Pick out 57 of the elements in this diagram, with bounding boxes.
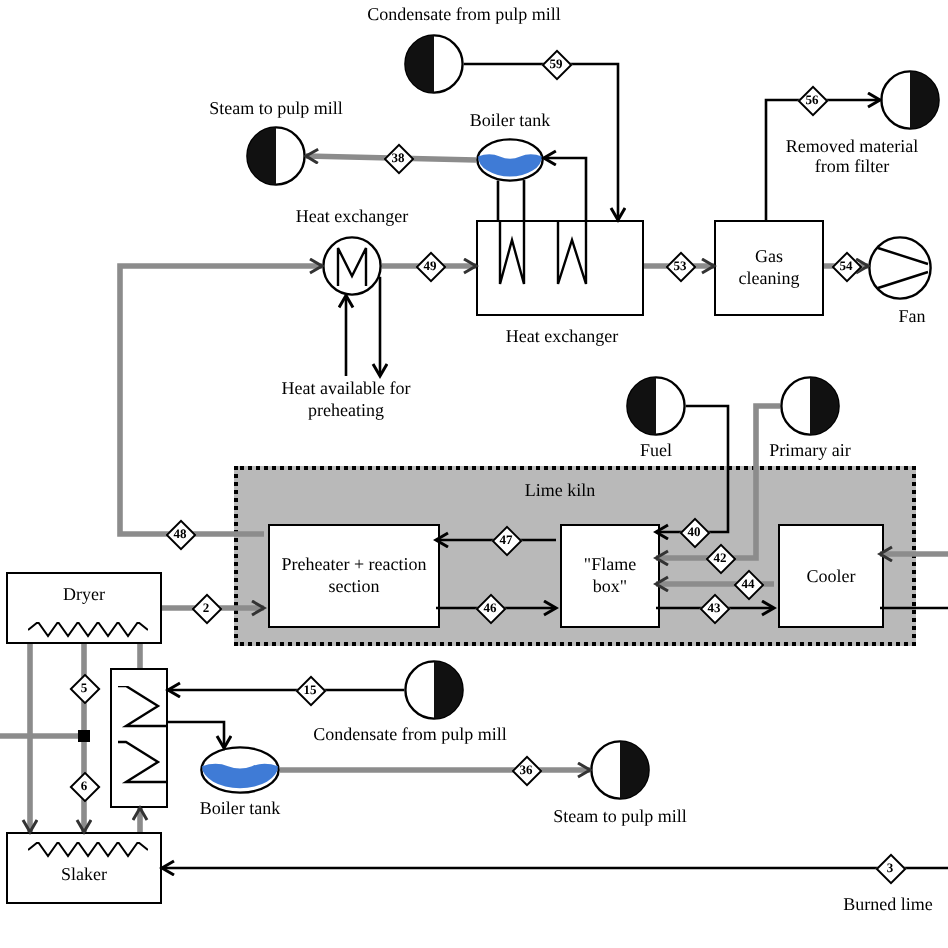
process-box: [6, 832, 162, 904]
unit-label: "Flame box": [581, 554, 639, 598]
arrow: [371, 276, 389, 378]
process-box: [268, 524, 440, 628]
heat-exchanger-box: [110, 668, 168, 808]
connector-line: [880, 606, 948, 610]
arrow: [117, 257, 324, 537]
unit-label: Burned lime: [843, 894, 933, 916]
unit-label: Primary air: [767, 440, 853, 460]
unit-label: Heat available for preheating: [279, 378, 413, 422]
arrow: [654, 403, 780, 567]
arrow: [878, 545, 948, 563]
arrow: [304, 147, 477, 165]
process-box: [714, 220, 824, 316]
unit-label: Gas cleaning: [736, 246, 802, 290]
arrow: [280, 761, 592, 779]
connector-line: [137, 644, 143, 668]
unit-label: Fuel: [637, 440, 674, 460]
unit-label: Removed material from filter: [783, 136, 921, 176]
connector-line: [522, 180, 526, 220]
arrow: [434, 531, 556, 549]
arrow: [160, 859, 948, 877]
process-box: [560, 524, 660, 628]
process-box: [6, 572, 162, 644]
arrow: [654, 404, 730, 541]
arrow: [654, 575, 774, 593]
lime-kiln-area: [234, 466, 916, 646]
unit-label: Preheater + reaction section: [279, 554, 429, 598]
unit-label: Cooler: [806, 565, 856, 587]
arrow: [542, 149, 588, 220]
arrow: [464, 62, 627, 222]
unit-label: Boiler tank: [197, 798, 283, 818]
arrow: [21, 644, 39, 834]
arrow: [382, 257, 478, 275]
arrow: [166, 681, 404, 699]
unit-label: Slaker: [61, 864, 107, 886]
connector-line: [81, 644, 87, 730]
unit-label: Steam to pulp mill: [207, 98, 345, 118]
unit-label: Condensate from pulp mill: [365, 4, 563, 24]
unit-label: Condensate from pulp mill: [311, 724, 509, 744]
arrow: [131, 806, 149, 832]
arrow: [764, 91, 882, 220]
arrow: [337, 293, 355, 376]
unit-label: Lime kiln: [522, 480, 598, 500]
arrow: [644, 257, 716, 275]
unit-label: Fan: [896, 306, 928, 326]
unit-label: Boiler tank: [467, 110, 553, 130]
unit-label: Steam to pulp mill: [551, 806, 689, 826]
unit-label: Heat exchanger: [293, 206, 411, 226]
junction-point: [78, 730, 90, 742]
unit-label: Dryer: [63, 584, 105, 606]
connector-line: [0, 733, 78, 739]
arrow: [168, 720, 233, 750]
unit-label: Heat exchanger: [503, 326, 621, 346]
connector-line: [496, 180, 500, 220]
arrow: [162, 599, 266, 617]
process-box: [778, 524, 884, 628]
